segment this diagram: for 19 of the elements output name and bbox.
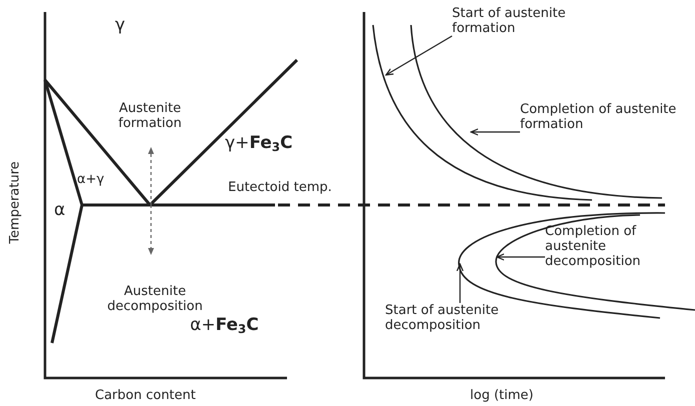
callout-text: Start of austenite decomposition	[385, 303, 535, 333]
line-label: Eutectoid temp.	[228, 180, 332, 195]
callout-text: Completion of austenite formation	[520, 102, 680, 132]
phase-label: α	[54, 203, 66, 218]
axis-title: Carbon content	[95, 388, 196, 403]
phase-label: γ	[115, 18, 126, 33]
leader-arrow	[456, 263, 464, 303]
phase-label: γ+Fe$_{3}$C	[225, 136, 293, 155]
leader-arrow	[496, 253, 545, 261]
region-label: Austenite formation	[117, 101, 183, 131]
axis-title: Temperature	[8, 160, 22, 246]
leader-arrow	[470, 128, 520, 136]
phase-label: α+γ	[77, 172, 104, 187]
leader-arrow	[385, 35, 452, 76]
callout-text: Completion of austenite decomposition	[545, 224, 680, 269]
axis-title: log (time)	[470, 388, 534, 403]
region-label: Austenite decomposition	[106, 284, 204, 314]
callout-text: Start of austenite formation	[452, 6, 602, 36]
phase-label: α+Fe$_{3}$C	[190, 318, 259, 337]
